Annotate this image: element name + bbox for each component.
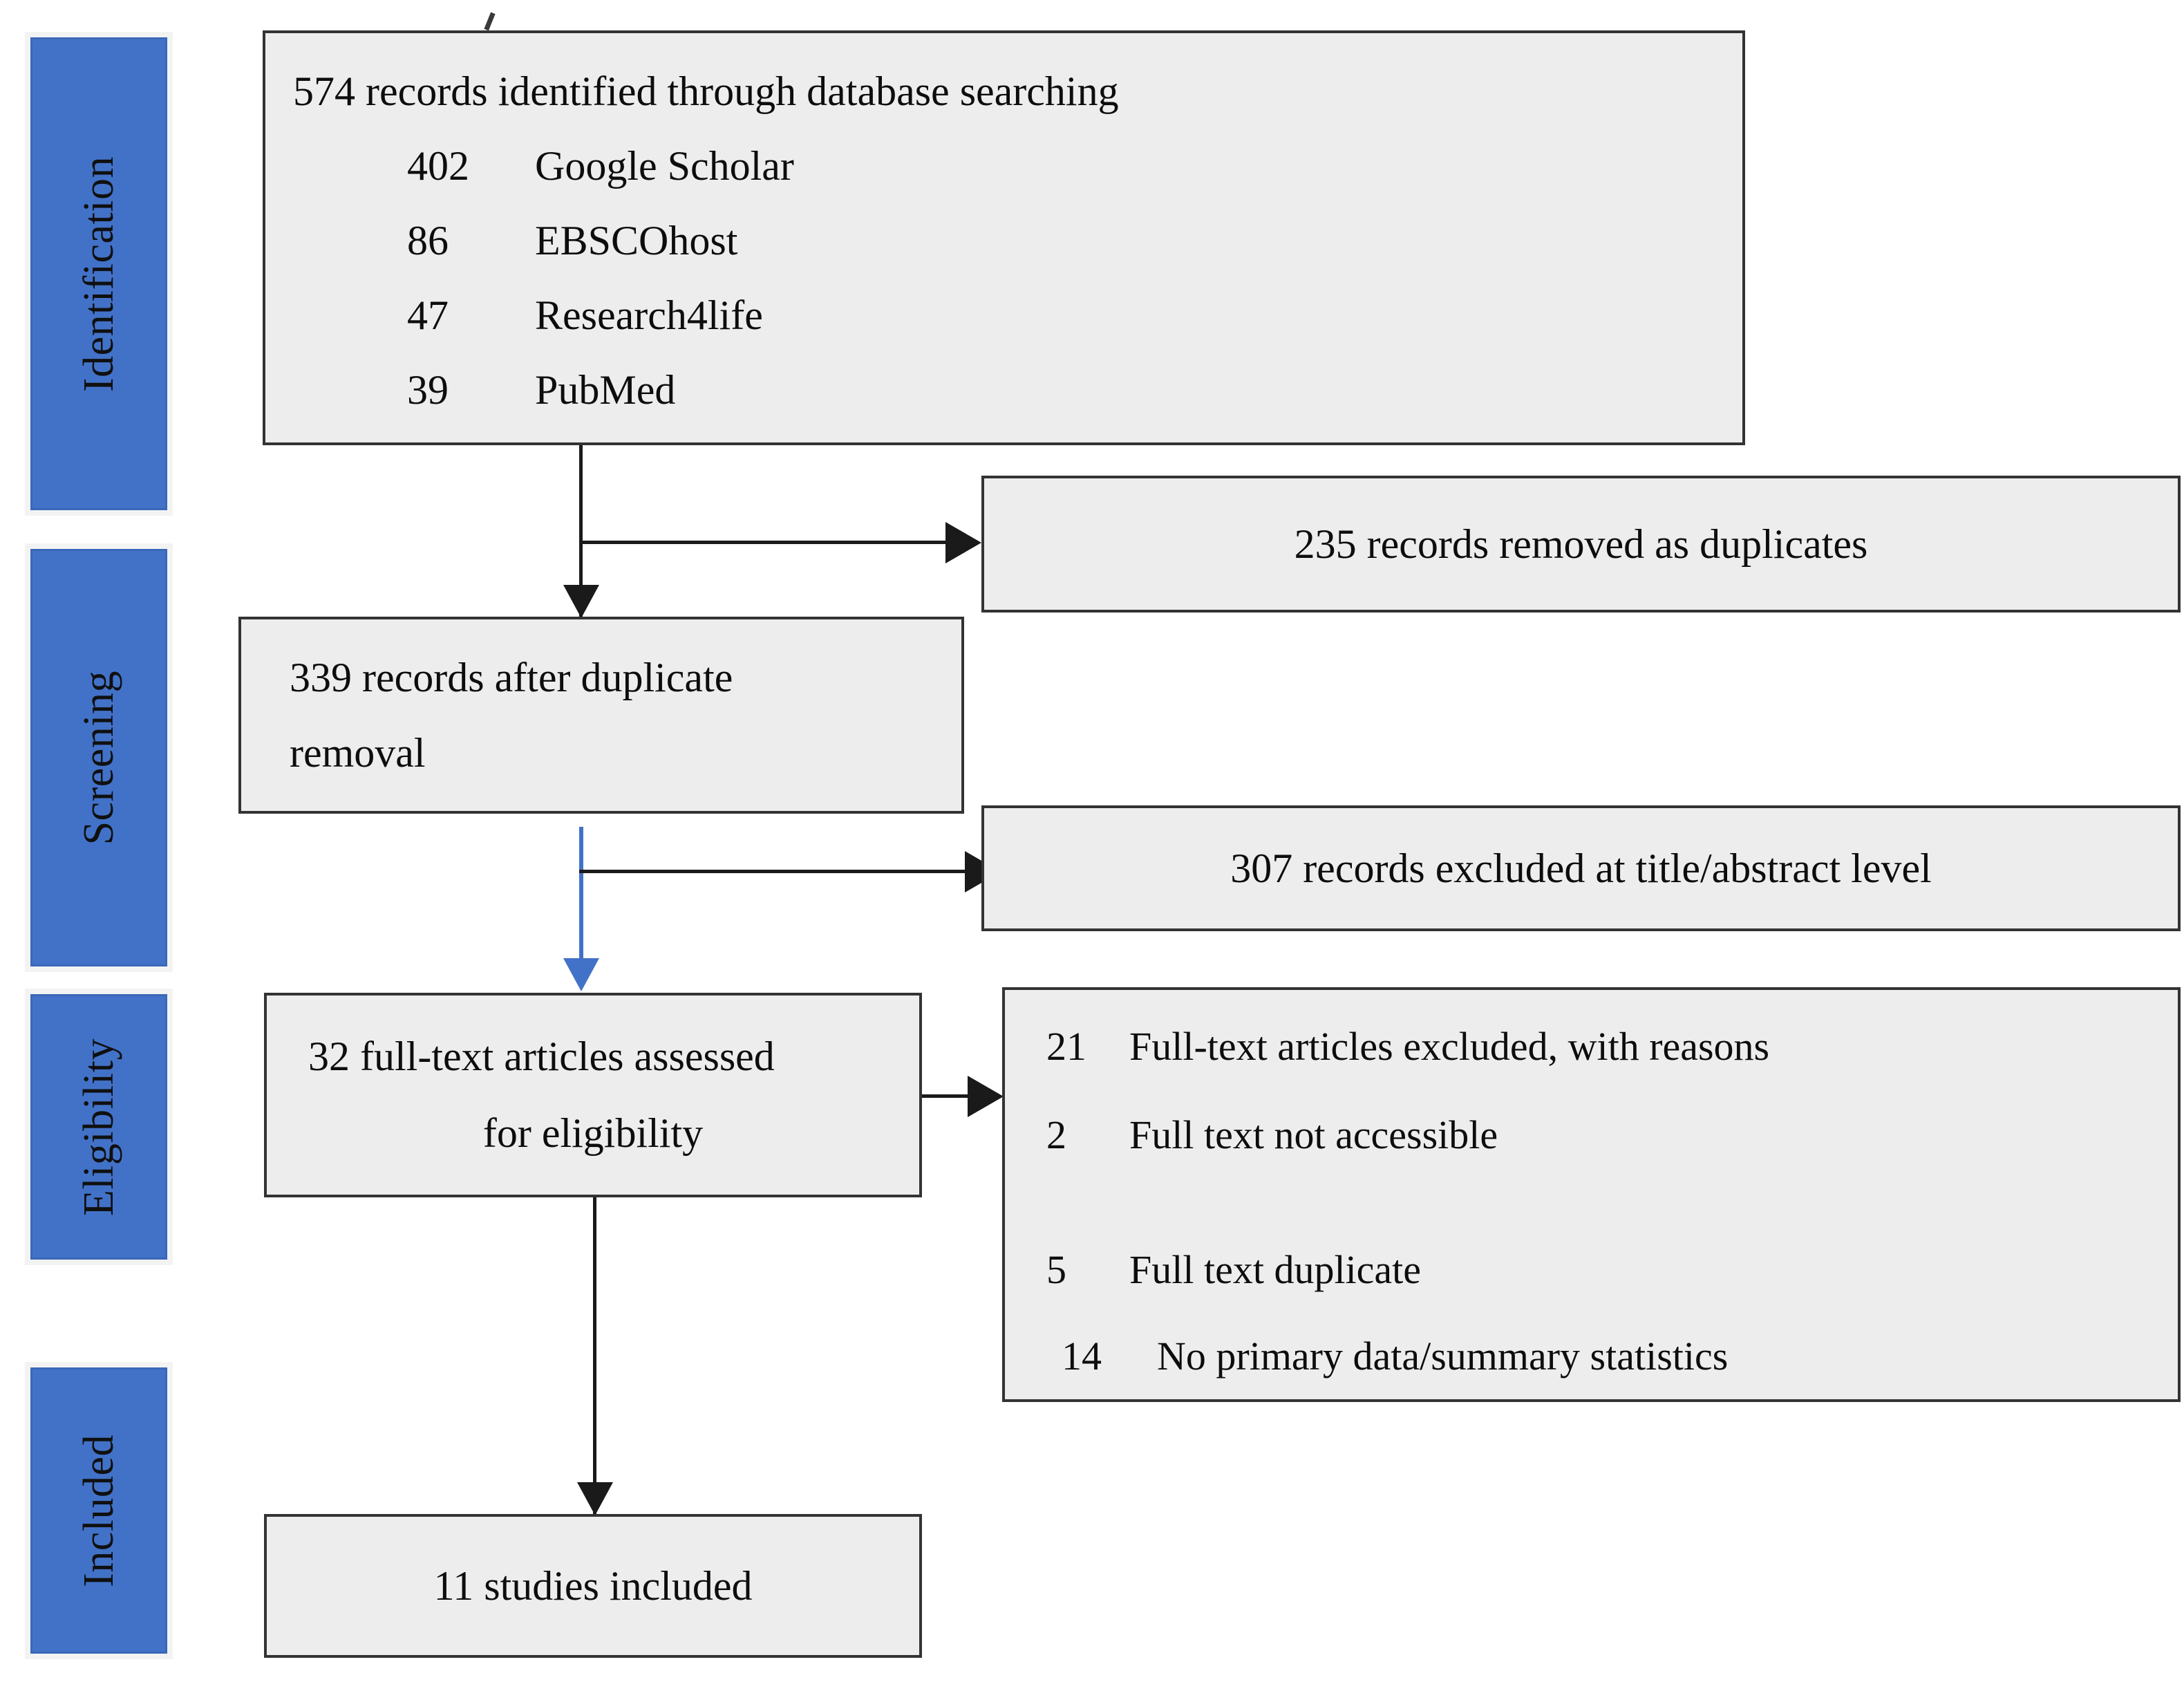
excluded-reason-text-3: Full text duplicate [1129, 1247, 1422, 1292]
connector-full-text-to-included [593, 1197, 596, 1515]
stage-identification-fill: Identification [30, 37, 167, 510]
source-name-pubmed: PubMed [535, 367, 676, 413]
stage-identification: Identification [25, 32, 173, 516]
source-row-research4life: 47 Research4life [265, 288, 1742, 342]
stage-included-label: Included [75, 1434, 122, 1587]
excluded-reason-text-4: No primary data/summary statistics [1157, 1334, 1729, 1379]
stray-tick-mark [484, 12, 496, 31]
stage-screening-label: Screening [75, 670, 122, 845]
stage-eligibility-label: Eligibility [75, 1038, 122, 1216]
stage-eligibility-fill: Eligibility [30, 994, 167, 1260]
box-full-text-excluded-reasons: 21 Full-text articles excluded, with rea… [1002, 987, 2181, 1402]
source-row-google-scholar: 402 Google Scholar [265, 139, 1742, 193]
stage-eligibility: Eligibility [25, 989, 173, 1265]
full-text-assessed-line2: for eligibility [482, 1110, 704, 1156]
box-records-identified: 574 records identified through database … [263, 30, 1745, 445]
excluded-reason-row-3: 5 Full text duplicate [1005, 1244, 2178, 1296]
excluded-title-abstract-text: 307 records excluded at title/abstract l… [1230, 845, 1932, 891]
source-count-ebscohost: 86 [407, 218, 449, 263]
source-count-research4life: 47 [407, 292, 449, 338]
excluded-reason-count-1: 21 [1046, 1024, 1086, 1069]
arrowhead-right-to-duplicates [945, 522, 981, 563]
source-row-pubmed: 39 PubMed [265, 363, 1742, 417]
excluded-reason-row-4: 14 No primary data/summary statistics [1005, 1330, 2178, 1382]
stage-included-fill: Included [30, 1367, 167, 1654]
duplicates-removed-text: 235 records removed as duplicates [1294, 521, 1868, 567]
stage-identification-label: Identification [75, 156, 122, 392]
excluded-reason-count-3: 5 [1046, 1247, 1066, 1292]
records-identified-heading: 574 records identified through database … [293, 68, 1119, 114]
source-count-google-scholar: 402 [407, 143, 469, 189]
arrowhead-down-to-included [577, 1482, 613, 1515]
stage-screening-fill: Screening [30, 549, 167, 966]
excluded-reason-text-1: Full-text articles excluded, with reason… [1129, 1024, 1770, 1069]
box-studies-included: 11 studies included [264, 1514, 922, 1658]
arrowhead-down-to-full-text [563, 958, 599, 991]
excluded-reason-text-2: Full text not accessible [1129, 1112, 1498, 1157]
connector-branch-to-duplicates [579, 541, 947, 544]
connector-branch-to-excluded-title-abstract [579, 870, 966, 873]
excluded-reason-row-2: 2 Full text not accessible [1005, 1109, 2178, 1161]
stage-included: Included [25, 1362, 173, 1659]
after-duplicate-removal-line2: removal [290, 729, 426, 776]
after-duplicate-removal-line1: 339 records after duplicate [290, 654, 733, 700]
arrowhead-down-to-after-duplicates [563, 585, 599, 618]
stage-screening: Screening [25, 543, 173, 972]
source-name-ebscohost: EBSCOhost [535, 218, 738, 263]
source-count-pubmed: 39 [407, 367, 449, 413]
connector-after-duplicates-to-full-text [579, 827, 583, 965]
connector-identified-to-after-duplicates [579, 445, 583, 618]
excluded-reason-count-4: 14 [1062, 1334, 1102, 1379]
full-text-assessed-line1: 32 full-text articles assessed [308, 1034, 775, 1079]
connector-full-text-to-excluded-reasons [922, 1094, 991, 1098]
source-name-research4life: Research4life [535, 292, 763, 338]
source-row-ebscohost: 86 EBSCOhost [265, 214, 1742, 268]
box-full-text-assessed: 32 full-text articles assessed for eligi… [264, 993, 922, 1197]
arrowhead-right-to-excluded-reasons [968, 1076, 1004, 1117]
box-duplicates-removed: 235 records removed as duplicates [981, 476, 2181, 613]
excluded-reason-count-2: 2 [1046, 1112, 1066, 1157]
source-name-google-scholar: Google Scholar [535, 143, 794, 189]
studies-included-text: 11 studies included [433, 1562, 753, 1609]
excluded-reason-row-1: 21 Full-text articles excluded, with rea… [1005, 1020, 2178, 1072]
box-excluded-title-abstract: 307 records excluded at title/abstract l… [981, 805, 2181, 931]
box-after-duplicate-removal: 339 records after duplicate removal [238, 617, 964, 814]
